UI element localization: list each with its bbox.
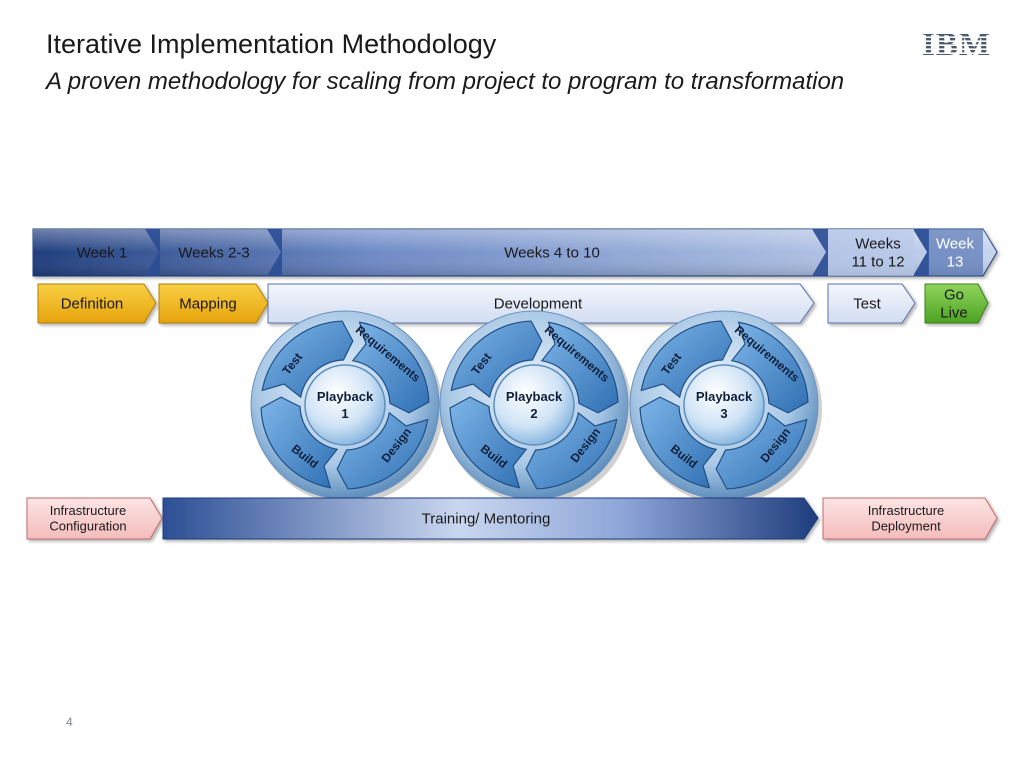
cycle-segment-design bbox=[715, 411, 808, 490]
playback-number: 3 bbox=[720, 406, 727, 421]
training-mentoring-arrow bbox=[162, 497, 819, 540]
infra-config-arrow bbox=[26, 497, 163, 540]
mapping-label: Mapping bbox=[179, 295, 237, 312]
cycle-segment-requirements bbox=[730, 321, 809, 414]
weeks-4-10-label: Weeks 4 to 10 bbox=[504, 244, 600, 261]
ibm-logo: IBM bbox=[922, 27, 991, 62]
cycle-segment-build bbox=[639, 396, 718, 489]
week-timeline-band bbox=[32, 228, 998, 277]
slide-subtitle: A proven methodology for scaling from pr… bbox=[46, 68, 845, 95]
playback-title: Playback bbox=[696, 389, 753, 404]
phase-go-live bbox=[924, 283, 989, 324]
definition-label: Definition bbox=[61, 295, 124, 312]
cycle-segment-requirements bbox=[351, 321, 430, 414]
playback-title: Playback bbox=[506, 389, 563, 404]
cycle-segment-build bbox=[260, 396, 339, 489]
playback-hub bbox=[683, 364, 765, 446]
support-arrows bbox=[26, 497, 998, 540]
cycle-segment-design bbox=[525, 411, 618, 490]
phase-test bbox=[827, 283, 916, 324]
weeks-2-3-label: Weeks 2-3 bbox=[178, 244, 249, 261]
slide-title: Iterative Implementation Methodology bbox=[46, 29, 497, 59]
playback-hub bbox=[304, 364, 386, 446]
page-number: 4 bbox=[66, 715, 73, 729]
phase-definition bbox=[37, 283, 157, 324]
cycle-segment-design bbox=[336, 411, 429, 490]
infra-deployment-arrow bbox=[822, 497, 998, 540]
training-mentoring-label: Training/ Mentoring bbox=[422, 510, 551, 527]
cycle-segment-requirements bbox=[540, 321, 619, 414]
phase-mapping bbox=[158, 283, 269, 324]
week-1-label: Week 1 bbox=[77, 244, 128, 261]
cycle-segment-test bbox=[640, 320, 733, 399]
development-label: Development bbox=[494, 295, 583, 312]
playback-number: 1 bbox=[341, 406, 348, 421]
cycle-segment-build bbox=[449, 396, 528, 489]
test-label: Test bbox=[853, 295, 881, 312]
cycle-segment-test bbox=[261, 320, 354, 399]
cycle-segment-test bbox=[450, 320, 543, 399]
playback-title: Playback bbox=[317, 389, 374, 404]
playback-number: 2 bbox=[530, 406, 537, 421]
logo-text: IBM bbox=[922, 27, 991, 62]
playback-hub bbox=[493, 364, 575, 446]
phase-arrows bbox=[37, 283, 989, 324]
phase-development bbox=[267, 283, 815, 324]
